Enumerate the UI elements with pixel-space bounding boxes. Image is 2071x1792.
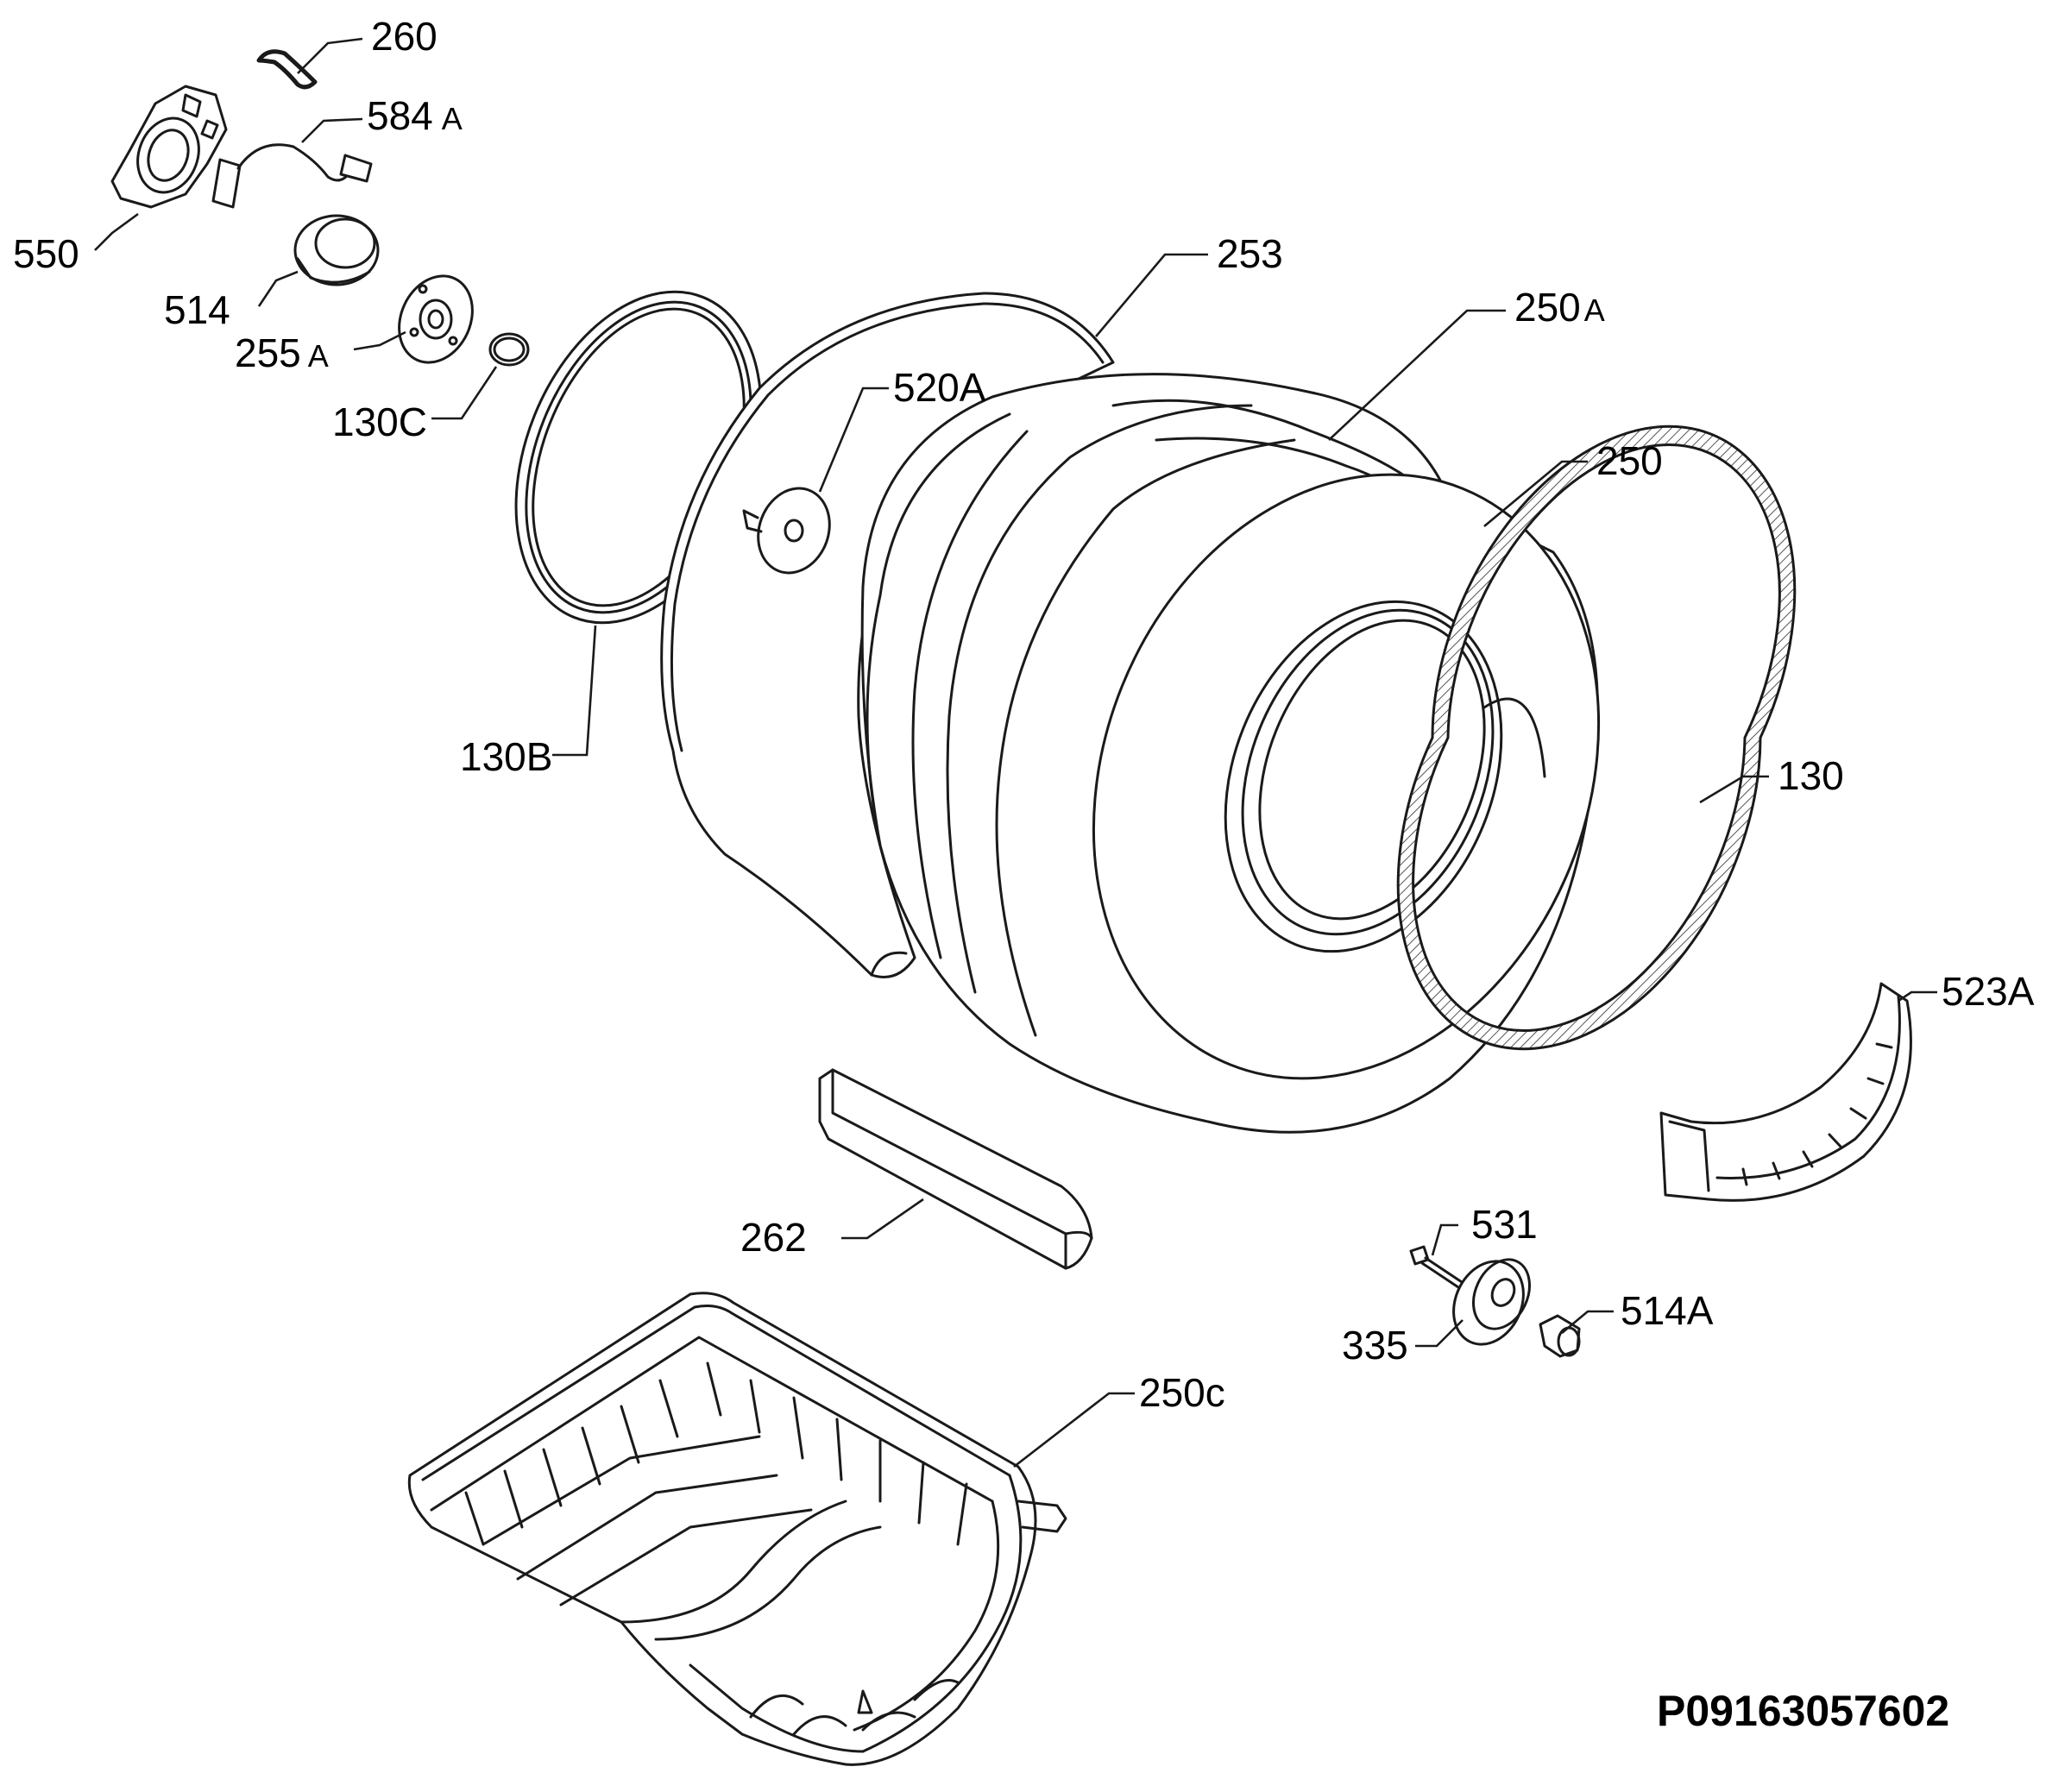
wire-clip-drawing (256, 49, 318, 90)
callout-520a: 520A (893, 365, 986, 410)
roller-wheel-drawing (1452, 1258, 1531, 1346)
callout-335: 335 (1342, 1323, 1408, 1368)
callout-250: 250 (1596, 438, 1663, 483)
callout-262: 262 (740, 1215, 807, 1260)
callout-130b: 130B (460, 734, 552, 779)
leader-lines (94, 37, 1937, 1468)
callout-514a: 514A (1621, 1288, 1714, 1333)
callout-130c: 130C (332, 399, 427, 444)
callout-253: 253 (1217, 231, 1283, 276)
felt-segment-drawing (1659, 982, 1912, 1202)
callout-550: 550 (13, 231, 79, 276)
bearing-housing-drawing (110, 85, 228, 209)
callout-260: 260 (371, 14, 437, 59)
circlip-drawing (488, 332, 530, 367)
screw-drawing (1409, 1245, 1469, 1292)
callout-531: 531 (1471, 1202, 1538, 1247)
callout-523a: 523A (1942, 969, 2035, 1014)
callout-250c: 250c (1139, 1370, 1225, 1415)
bushing-ring-drawing (293, 214, 380, 286)
callout-130: 130 (1778, 753, 1844, 798)
drum-body-drawing (860, 373, 1601, 1134)
callout-514: 514 (164, 287, 230, 332)
drawing-code: P09163057602 (1657, 1687, 1949, 1735)
lifter-drawing (818, 1068, 1093, 1270)
drying-rack-drawing (407, 1292, 1067, 1766)
roller-bushing-drawing (1539, 1314, 1581, 1358)
front-seal-drawing (1396, 424, 1797, 1051)
sensor-cable-drawing (211, 143, 373, 209)
bearing-flange-drawing (398, 274, 474, 364)
